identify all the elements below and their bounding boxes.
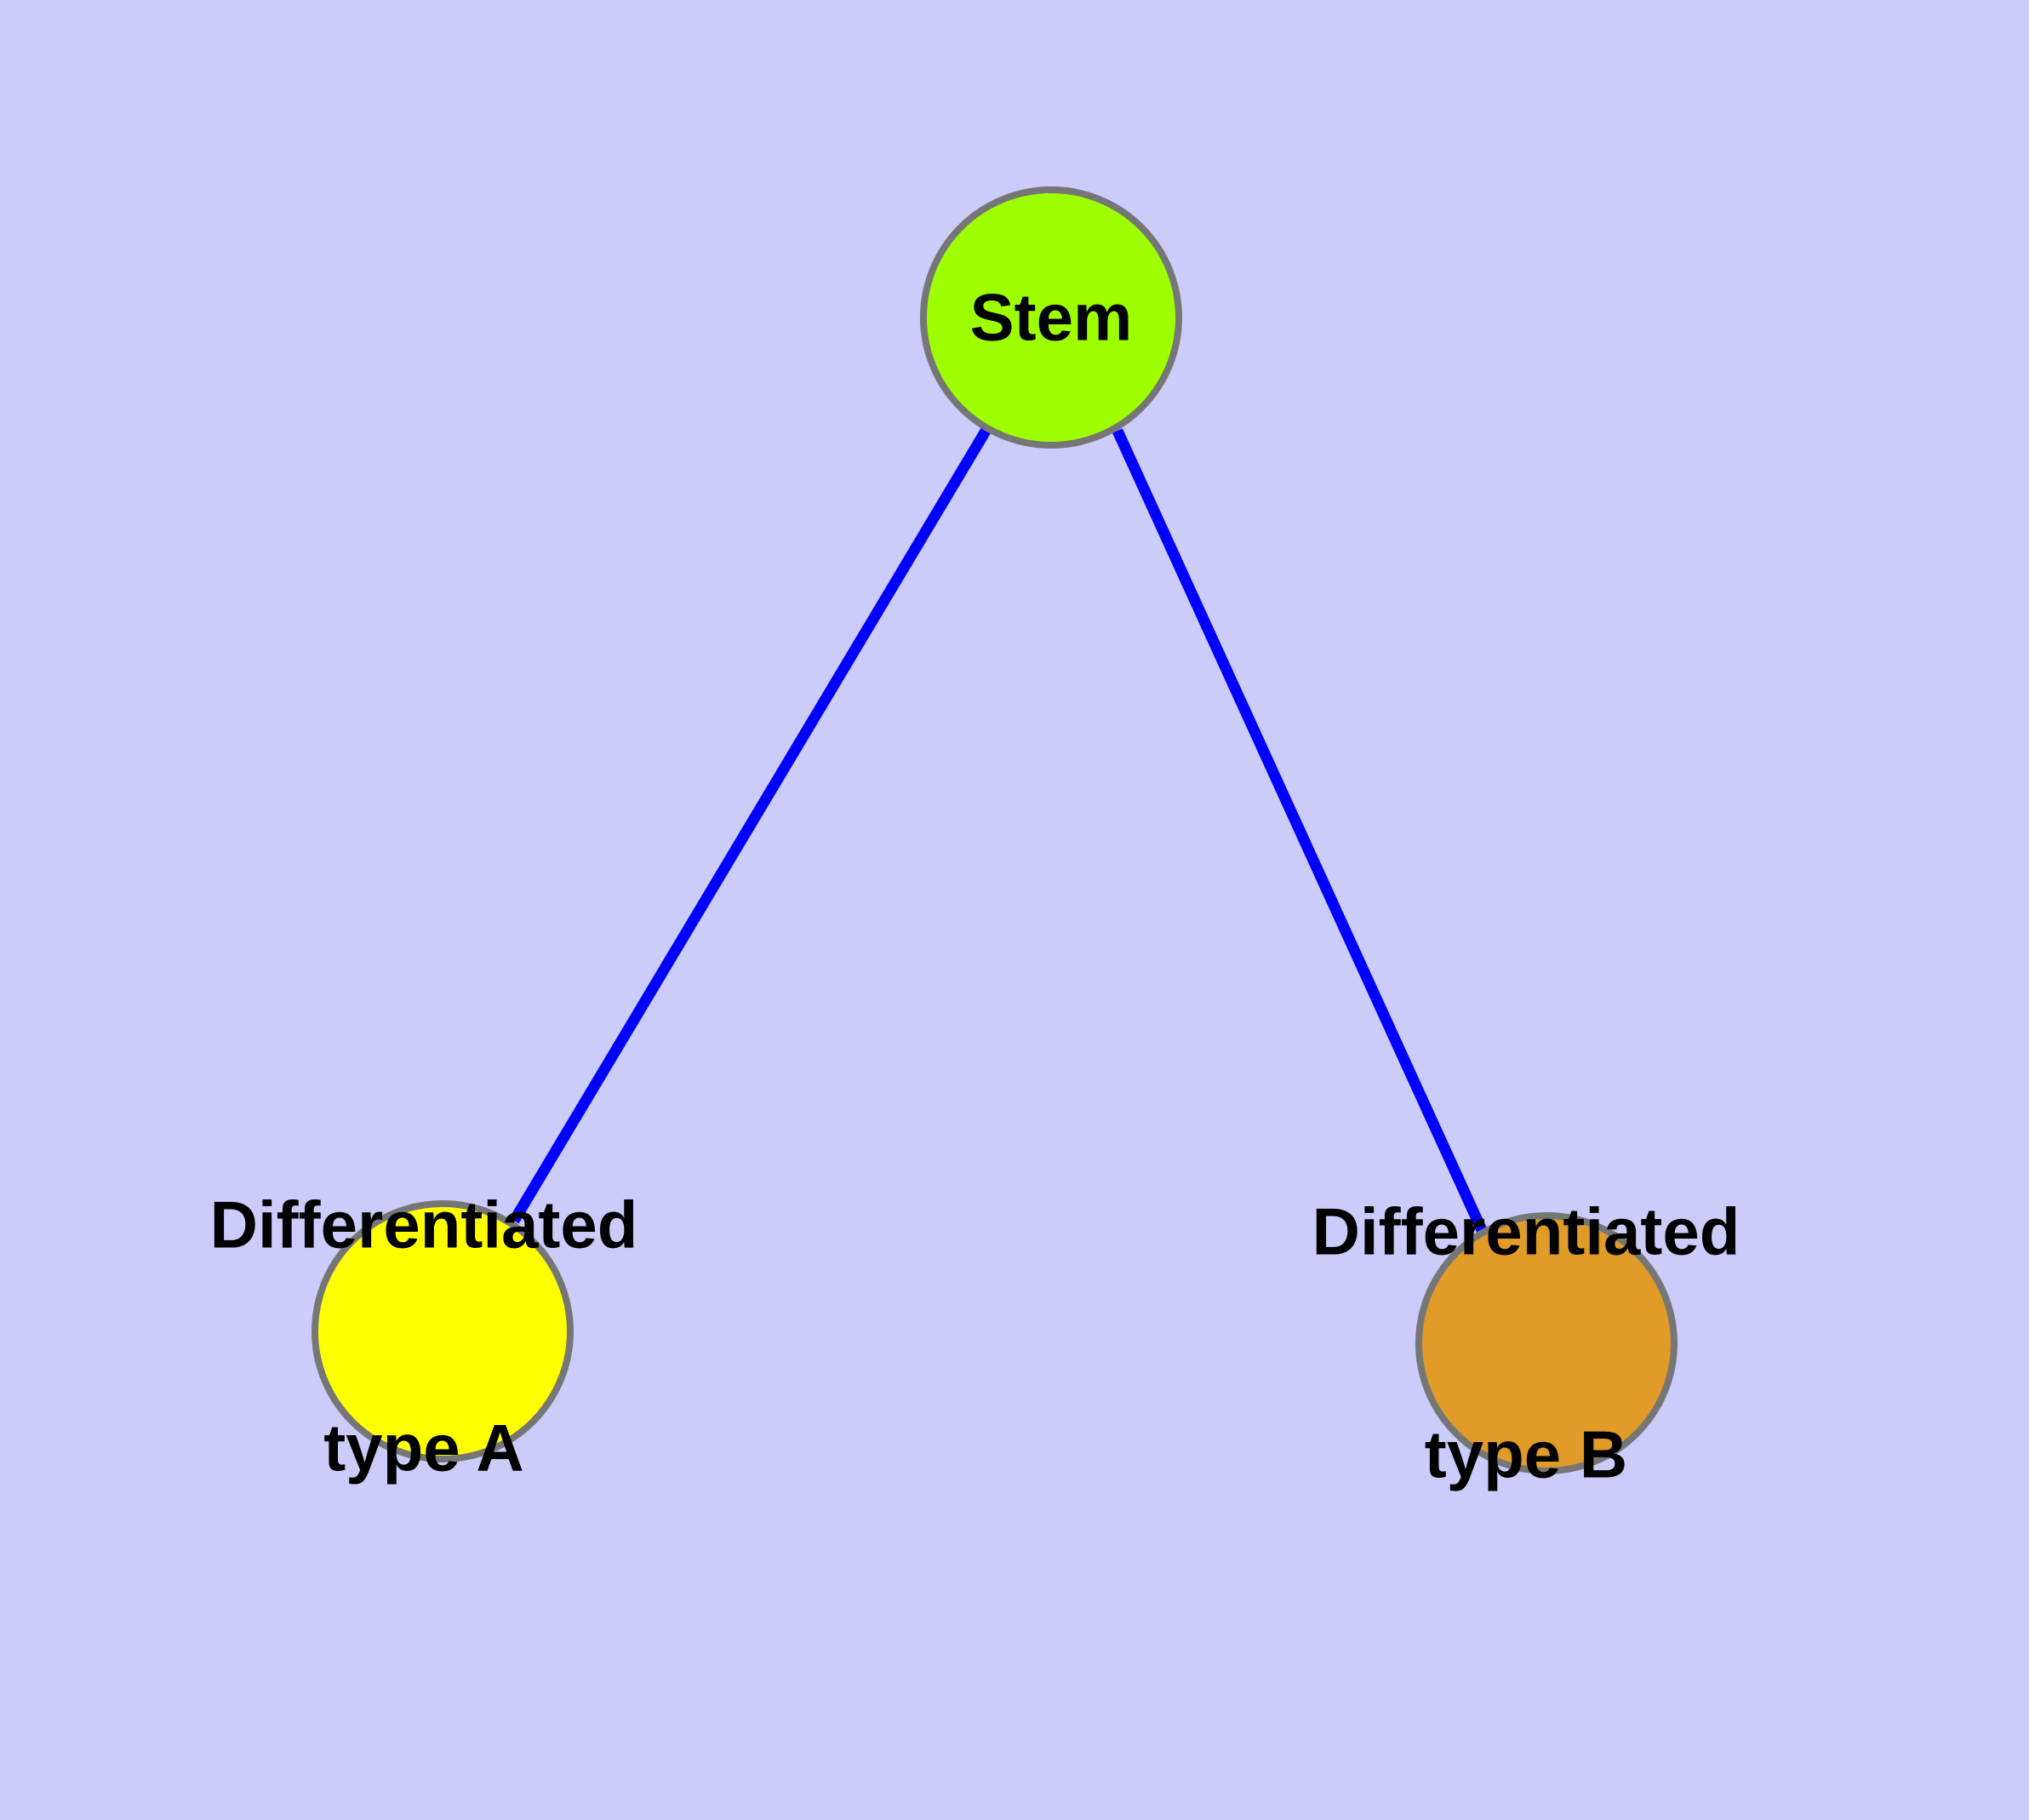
edge-stem-to-type-b[interactable] [1112, 428, 1488, 1234]
node-stem-circle[interactable] [920, 186, 1182, 449]
edge-group [509, 425, 1488, 1234]
node-type-b-circle[interactable] [1415, 1212, 1677, 1474]
node-group [311, 186, 1677, 1474]
edge-stem-to-type-a[interactable] [509, 425, 992, 1224]
node-type-a-circle[interactable] [311, 1200, 574, 1462]
